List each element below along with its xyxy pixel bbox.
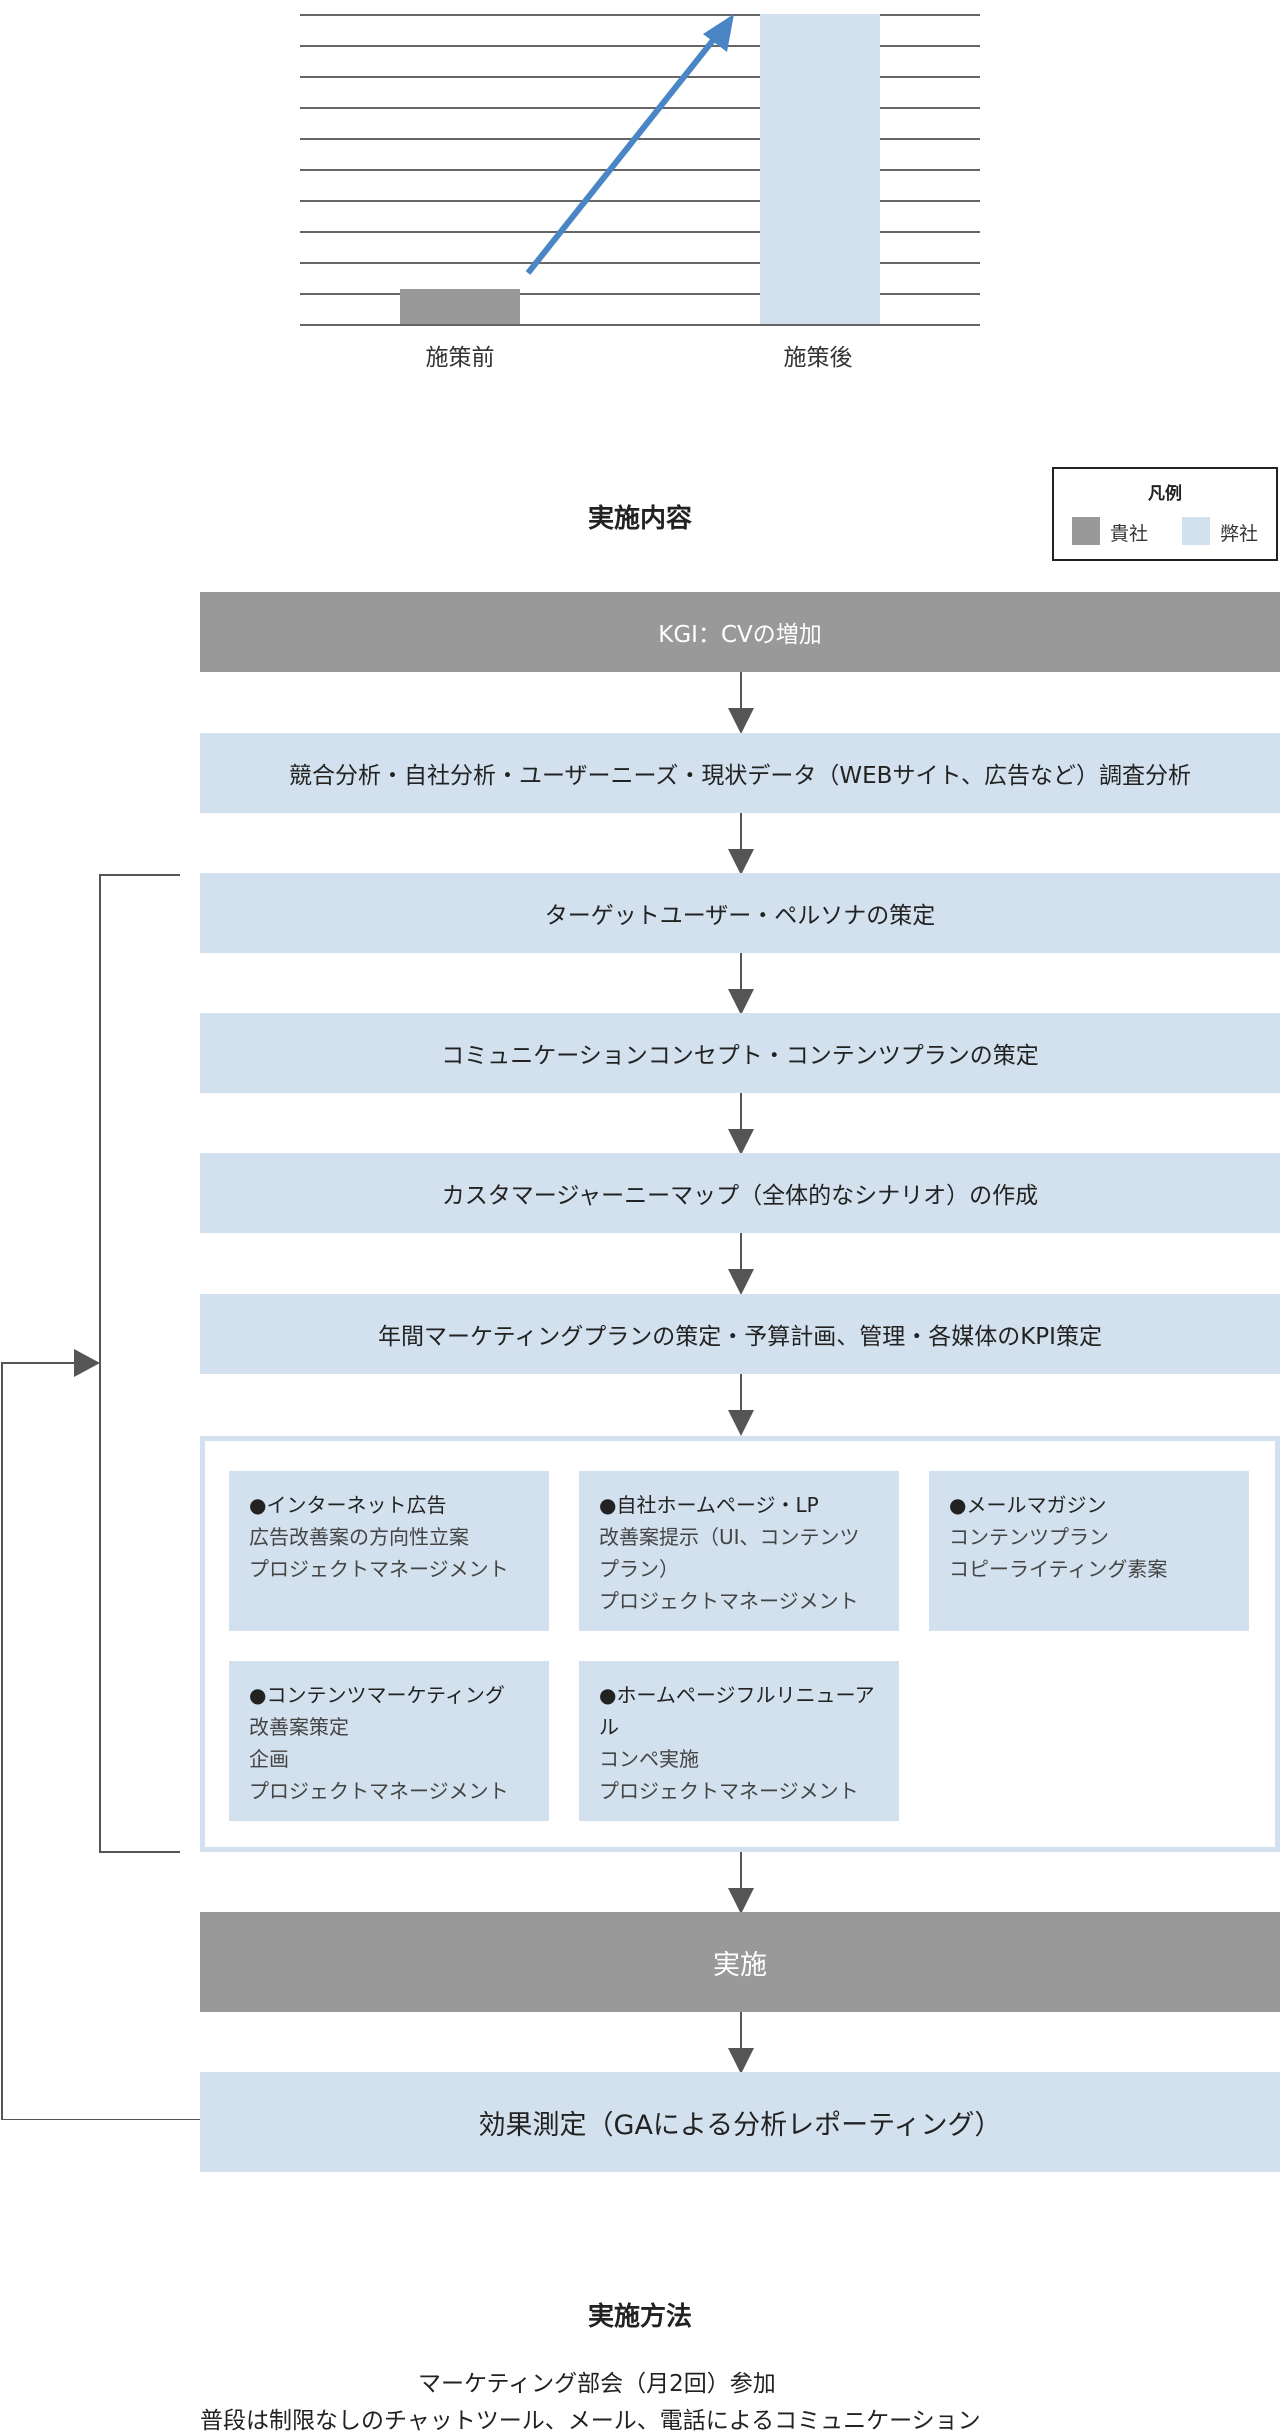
category-label-after: 施策後 [783, 345, 853, 371]
flow-arrow [728, 953, 754, 1015]
legend-swatch-ours [1182, 517, 1210, 545]
flow-arrow [728, 1852, 754, 1914]
activity-homepage-lp: ●自社ホームページ・LP 改善案提示（UI、コンテンツ プラン） プロジェクトマ… [579, 1471, 899, 1631]
flow-arrow [728, 1093, 754, 1155]
step-journey-map: カスタマージャーニーマップ（全体的なシナリオ）の作成 [200, 1153, 1280, 1233]
legend: 凡例 貴社 弊社 [1052, 467, 1278, 561]
grid-line [300, 262, 980, 264]
feedback-arrow-head [74, 1349, 100, 1377]
trend-arrow-head [703, 14, 734, 52]
step-research: 競合分析・自社分析・ユーザーニーズ・現状データ（WEBサイト、広告など）調査分析 [200, 733, 1280, 813]
grid-line [300, 293, 980, 295]
activity-line: プロジェクトマネージメント [599, 1589, 859, 1613]
legend-label-ours: 弊社 [1220, 523, 1259, 545]
legend-swatch-client [1072, 517, 1100, 545]
bar-after [760, 14, 880, 324]
grid-line [300, 107, 980, 109]
activity-line: プロジェクトマネージメント [599, 1779, 859, 1803]
category-label-before: 施策前 [425, 345, 495, 371]
grid-line [300, 138, 980, 140]
activity-head: ル [599, 1715, 619, 1739]
activity-line: コピーライティング素案 [949, 1557, 1168, 1581]
section-title-content: 実施内容 [587, 504, 692, 534]
activity-head: ●自社ホームページ・LP [599, 1493, 819, 1517]
activity-line: コンペ実施 [599, 1747, 699, 1771]
activity-line: 改善案提示（UI、コンテンツ [599, 1525, 860, 1549]
grid-line [300, 324, 980, 326]
inner-bracket [99, 874, 180, 1853]
section-title-method: 実施方法 [587, 2302, 692, 2332]
method-line-2: 普段は制限なしのチャットツール、メール、電話によるコミュニケーション [200, 2408, 981, 2434]
step-persona: ターゲットユーザー・ペルソナの策定 [200, 873, 1280, 953]
activity-line: プロジェクトマネージメント [249, 1557, 509, 1581]
outer-feedback-line [1, 1362, 200, 2120]
activity-line: 改善案策定 [249, 1715, 349, 1739]
measure-box: 効果測定（GAによる分析レポーティング） [200, 2072, 1280, 2172]
activity-full-renewal: ●ホームページフルリニューア ル コンペ実施 プロジェクトマネージメント [579, 1661, 899, 1821]
grid-line [300, 14, 980, 16]
feedback-loop-svg [1, 874, 200, 2120]
grid-line [300, 45, 980, 47]
activity-head: ●メールマガジン [949, 1493, 1107, 1517]
flow-arrow [728, 1233, 754, 1295]
grid-line [300, 200, 980, 202]
flow-arrow [728, 672, 754, 734]
bar-before [400, 289, 520, 324]
implement-box: 実施 [200, 1912, 1280, 2012]
flow-arrow [728, 1374, 754, 1436]
grid-line [300, 169, 980, 171]
activity-mail-magazine: ●メールマガジン コンテンツプラン コピーライティング素案 [929, 1471, 1249, 1631]
activity-head: ●コンテンツマーケティング [249, 1683, 505, 1707]
grid-line [300, 76, 980, 78]
activity-line: 広告改善案の方向性立案 [249, 1525, 469, 1549]
activity-line: 企画 [249, 1747, 289, 1771]
kgi-box: KGI：CVの増加 [200, 592, 1280, 672]
activity-content-marketing: ●コンテンツマーケティング 改善案策定 企画 プロジェクトマネージメント [229, 1661, 549, 1821]
activity-line: コンテンツプラン [949, 1525, 1109, 1549]
trend-arrow-svg [525, 14, 734, 275]
trend-arrow [525, 32, 721, 275]
activity-head: ●インターネット広告 [249, 1493, 447, 1517]
activity-head: ●ホームページフルリニューア [599, 1683, 875, 1707]
grid-line [300, 231, 980, 233]
flow-arrow [728, 2012, 754, 2074]
method-line-1: マーケティング部会（月2回）参加 [418, 2371, 776, 2397]
activity-line: プロジェクトマネージメント [249, 1779, 509, 1803]
step-concept: コミュニケーションコンセプト・コンテンツプランの策定 [200, 1013, 1280, 1093]
legend-label-client: 貴社 [1110, 523, 1149, 545]
activity-internet-ads: ●インターネット広告 広告改善案の方向性立案 プロジェクトマネージメント [229, 1471, 549, 1631]
flow-arrow [728, 813, 754, 875]
step-annual-plan: 年間マーケティングプランの策定・予算計画、管理・各媒体のKPI策定 [200, 1294, 1280, 1374]
legend-title: 凡例 [1148, 484, 1182, 504]
activity-line: プラン） [599, 1557, 679, 1581]
